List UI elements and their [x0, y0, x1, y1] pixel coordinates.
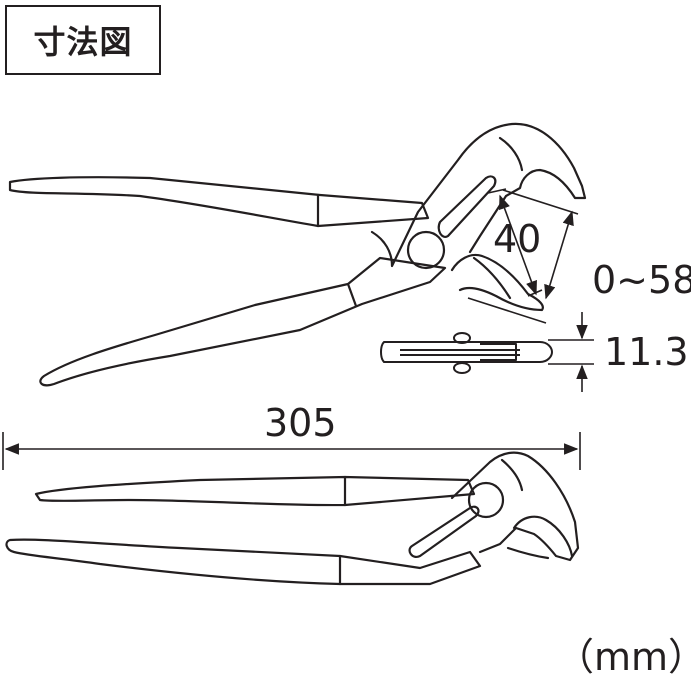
lower-handle: [39, 256, 447, 387]
upper-jaw: [370, 122, 587, 268]
closed-upper-handle: [34, 475, 476, 507]
closed-adjust-slot: [408, 505, 480, 558]
jaw-width-dimension: [467, 189, 579, 324]
lower-jaw: [450, 253, 544, 312]
open-pliers: [8, 122, 587, 387]
thickness-label: 11.3: [604, 330, 689, 374]
title-box: 寸法図: [5, 5, 161, 75]
closed-pliers: [5, 451, 580, 586]
length-dimension: [2, 432, 581, 470]
length-label: 305: [264, 401, 337, 445]
side-view: [380, 332, 553, 374]
closed-head: [450, 451, 580, 562]
closed-lower-handle: [5, 538, 482, 586]
adjust-slot: [437, 175, 497, 238]
thickness-dimension: [548, 312, 594, 392]
jaw-opening-label: 0~58: [592, 258, 691, 302]
closed-pivot-bolt: [467, 481, 505, 519]
diagram-title: 寸法図: [33, 23, 133, 61]
jaw-opening-dimension: [487, 188, 543, 297]
pivot-bolt: [406, 230, 446, 270]
unit-label: （mm）: [556, 635, 691, 679]
upper-handle: [8, 176, 430, 228]
jaw-width-label: 40: [493, 217, 541, 261]
